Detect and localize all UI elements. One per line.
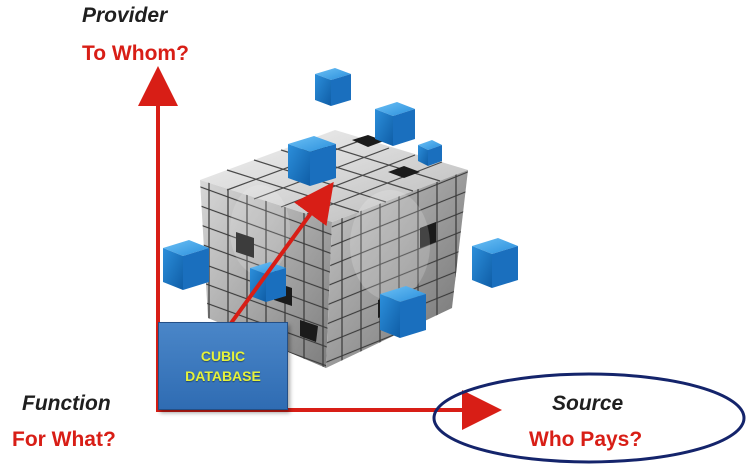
function-label: Function bbox=[22, 392, 111, 415]
box-line-1: CUBIC bbox=[200, 348, 246, 364]
source-question: Who Pays? bbox=[529, 428, 643, 451]
provider-question: To Whom? bbox=[82, 42, 189, 65]
blue-cubes bbox=[163, 68, 518, 338]
function-question: For What? bbox=[12, 428, 116, 451]
box-line-2: DATABASE bbox=[185, 368, 261, 384]
source-highlight-ellipse bbox=[432, 372, 746, 464]
cubic-database-box: CUBIC DATABASE bbox=[158, 322, 288, 410]
source-label: Source bbox=[552, 392, 624, 415]
provider-label: Provider bbox=[82, 4, 168, 27]
diagonal-axis-arrow bbox=[224, 181, 334, 332]
